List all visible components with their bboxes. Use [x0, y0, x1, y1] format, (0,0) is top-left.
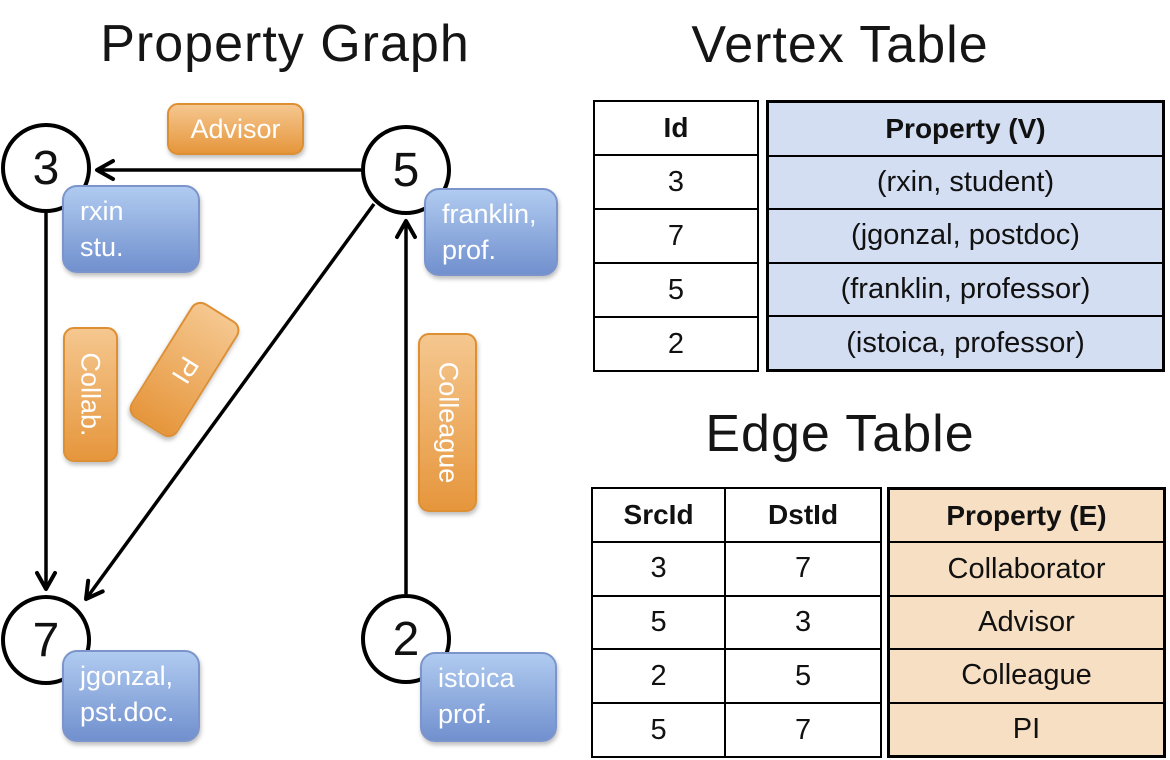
vertex-label-rxin-line2: stu. — [80, 231, 124, 262]
edge-table-src-dst-columns: SrcId DstId 3 7 5 3 2 5 5 7 — [591, 487, 882, 758]
edge-dst-cell: 7 — [794, 552, 812, 585]
vertex-label-franklin-line2: prof. — [442, 234, 497, 265]
edge-dst-cell: 7 — [794, 713, 812, 746]
vertex-property-cell: (jgonzal, postdoc) — [769, 208, 1162, 262]
vertex-label-rxin-line1: rxin — [80, 196, 124, 226]
node-2: 2 — [361, 594, 451, 684]
vertex-property-cell: (rxin, student) — [769, 154, 1162, 209]
edge-pi-arrow — [84, 202, 376, 601]
vertex-property-cell: (istoica, professor) — [769, 315, 1162, 369]
vertex-table-property-column: Property (V) (rxin, student) (jgonzal, p… — [766, 100, 1165, 372]
edge-label-collab: Collab. — [63, 327, 118, 462]
vertex-label-istoica-line1: istoica — [438, 663, 515, 693]
edge-row: 5 3 — [593, 594, 880, 649]
vertex-id-cell: 3 — [595, 154, 757, 208]
edge-row: 2 5 — [593, 648, 880, 703]
edge-label-collab-text: Collab. — [76, 352, 107, 437]
edge-dst-cell: 3 — [794, 605, 812, 638]
node-7-id: 7 — [32, 613, 60, 667]
edge-property-header: Property (E) — [890, 490, 1163, 542]
vertex-table-id-column: Id 3 7 5 2 — [593, 100, 759, 372]
vertex-table-title: Vertex Table — [691, 16, 989, 74]
edge-src-cell: 5 — [593, 596, 727, 649]
graph-edges-layer — [35, 159, 417, 601]
vertex-label-jgonzal: jgonzal, pst.doc. — [62, 650, 200, 742]
node-3-id: 3 — [32, 141, 60, 195]
edge-property-cell: Advisor — [890, 594, 1163, 649]
edge-label-advisor: Advisor — [167, 103, 304, 155]
edge-property-cell: Collaborator — [890, 541, 1163, 595]
node-2-id: 2 — [392, 612, 420, 666]
vertex-label-franklin: franklin, prof. — [424, 188, 558, 276]
edge-property-cell: PI — [890, 701, 1163, 756]
edge-label-colleague: Colleague — [418, 333, 477, 512]
edge-src-cell: 3 — [593, 542, 727, 595]
edge-label-pi-text: PI — [165, 350, 205, 389]
edge-src-header: SrcId — [593, 489, 727, 541]
edge-property-cell: Colleague — [890, 648, 1163, 702]
vertex-label-istoica-line2: prof. — [438, 698, 493, 729]
node-5: 5 — [361, 125, 451, 215]
node-5-id: 5 — [392, 143, 420, 197]
edge-src-cell: 2 — [593, 650, 727, 703]
edge-dst-header: DstId — [768, 498, 839, 530]
edge-row: 5 7 — [593, 702, 880, 756]
edge-header-row: SrcId DstId — [593, 489, 880, 541]
edge-table-title: Edge Table — [705, 405, 975, 463]
vertex-id-header: Id — [663, 112, 689, 143]
vertex-id-cell: 5 — [595, 262, 757, 316]
edge-row: 3 7 — [593, 540, 880, 595]
edge-label-advisor-text: Advisor — [190, 113, 281, 144]
edge-label-colleague-text: Colleague — [433, 361, 463, 484]
vertex-label-istoica: istoica prof. — [420, 652, 557, 742]
vertex-label-jgonzal-line1: jgonzal, — [80, 661, 174, 691]
edge-table-property-column: Property (E) Collaborator Advisor Collea… — [887, 487, 1166, 758]
property-graph-title: Property Graph — [100, 15, 470, 73]
edge-src-cell: 5 — [593, 704, 727, 756]
vertex-label-franklin-line1: franklin, — [442, 199, 537, 229]
vertex-label-rxin: rxin stu. — [62, 185, 200, 273]
vertex-label-jgonzal-line2: pst.doc. — [80, 696, 175, 727]
edge-dst-cell: 5 — [794, 659, 812, 692]
vertex-property-cell: (franklin, professor) — [769, 261, 1162, 316]
vertex-id-cell: 7 — [595, 208, 757, 262]
vertex-property-header: Property (V) — [769, 103, 1162, 155]
vertex-id-cell: 2 — [595, 316, 757, 370]
